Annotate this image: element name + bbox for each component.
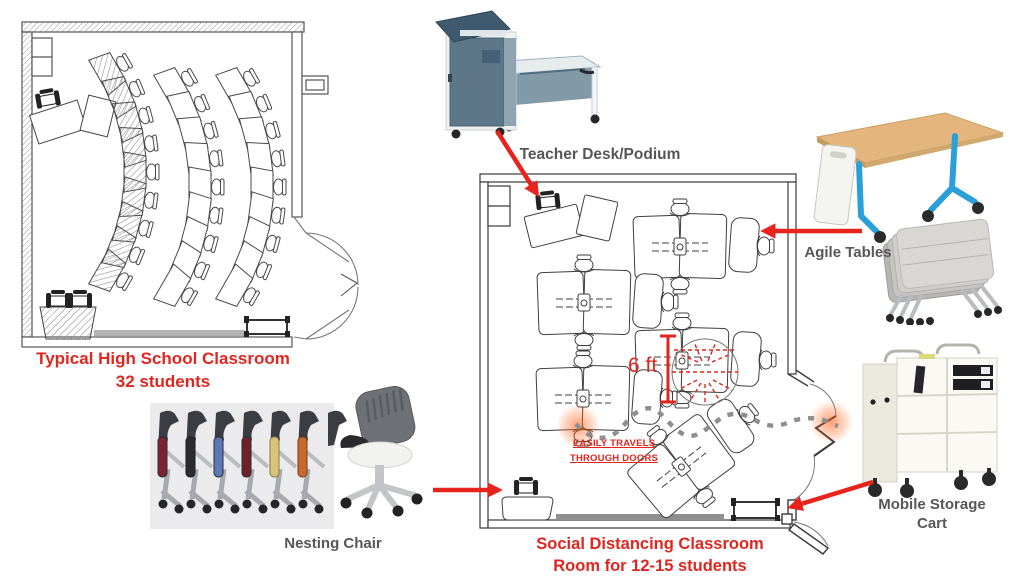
whiteboard-tray <box>94 330 244 336</box>
desk-part <box>488 55 602 132</box>
travel-note: EASILY TRAVELS THROUGH DOORS <box>556 436 672 466</box>
storage-label-line1: Mobile Storage <box>878 496 986 513</box>
social-caption-line1: Social Distancing Classroom <box>536 535 764 553</box>
cart-body <box>862 354 998 483</box>
desk-row-1 <box>89 43 160 302</box>
social-walls <box>479 173 797 529</box>
nested-table-stack <box>882 218 1002 325</box>
flip-table <box>813 112 1005 243</box>
teacher-desk-plan <box>28 86 117 145</box>
nested-chairs-stack <box>158 411 347 514</box>
cart-plan <box>244 316 290 337</box>
door-double-swing <box>293 216 359 340</box>
single-task-chair <box>340 386 423 519</box>
mobile-storage-cart-image <box>862 343 998 498</box>
social-classroom-caption: Social Distancing Classroom Room for 12-… <box>525 533 775 576</box>
travel-note-line1: EASILY TRAVELS <box>572 438 656 449</box>
desk-row-3 <box>216 58 287 317</box>
back-table-plan <box>39 289 97 340</box>
glow-spot-door <box>809 400 853 444</box>
typical-classroom-floor-plan <box>21 21 359 348</box>
social-whiteboard-tray <box>556 514 724 520</box>
teacher-desk-label: Teacher Desk/Podium <box>519 146 681 163</box>
social-back-desk <box>501 476 554 521</box>
typical-caption-line1: Typical High School Classroom <box>36 349 290 368</box>
cart-casters <box>868 468 996 498</box>
podium-part <box>435 10 517 139</box>
social-caption-line2: Room for 12-15 students <box>553 557 747 576</box>
agile-tables-image <box>813 112 1005 325</box>
six-ft-radius-annotation <box>660 334 739 406</box>
typical-caption-line2: 32 students <box>115 371 211 391</box>
typical-classroom-caption: Typical High School Classroom 32 student… <box>13 348 313 394</box>
mobile-storage-cart-label: Mobile Storage Cart <box>874 496 990 534</box>
desk-row-2 <box>154 58 225 317</box>
six-ft-label: 6 ft <box>628 354 658 377</box>
travel-note-line2: THROUGH DOORS <box>569 453 659 465</box>
teacher-desk-podium-image <box>435 10 602 139</box>
storage-label-line2: Cart <box>916 514 947 532</box>
social-cart-plan <box>731 498 780 521</box>
social-distancing-floor-plan <box>479 173 853 555</box>
agile-tables-label: Agile Tables <box>804 244 892 261</box>
travel-path-dotted <box>574 406 839 441</box>
walls <box>21 21 329 348</box>
nesting-chair-image <box>150 386 423 529</box>
social-teacher-desk <box>523 189 619 249</box>
nesting-chair-label: Nesting Chair <box>284 535 382 552</box>
